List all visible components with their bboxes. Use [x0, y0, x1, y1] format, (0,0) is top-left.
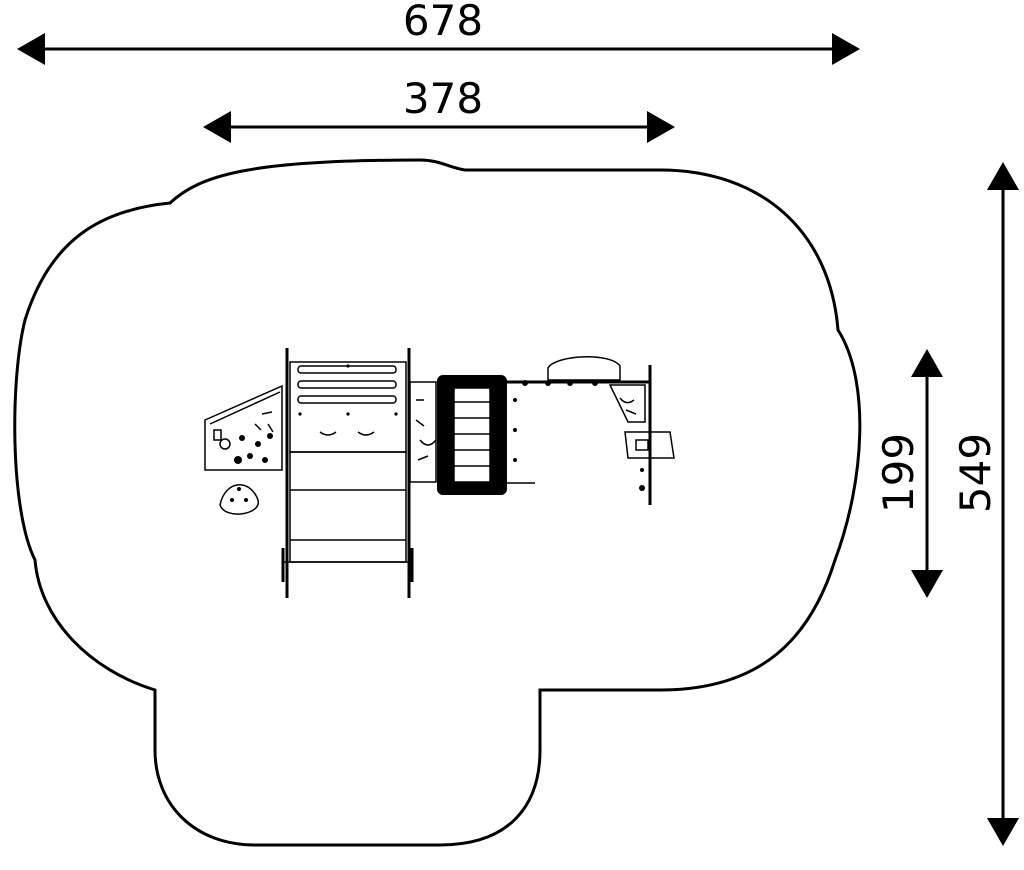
- end-post-panel: [547, 356, 675, 505]
- safety-zone-outline: [13, 158, 862, 847]
- overall-depth-label: 549: [951, 433, 1000, 513]
- inner-depth-label: 199: [874, 433, 923, 513]
- tunnel-section: [437, 375, 507, 495]
- bridge: [507, 380, 650, 484]
- dimension-overall-depth: 549: [951, 162, 1019, 846]
- slide: [281, 451, 414, 582]
- side-panel: [409, 381, 437, 483]
- dimension-inner-width: 378: [203, 74, 675, 143]
- right-arrowhead-icon: [647, 111, 675, 143]
- tower-platform: [285, 348, 411, 598]
- climbing-wall-panel: [204, 384, 283, 471]
- play-structure: [204, 348, 675, 598]
- down-arrowhead-icon: [987, 818, 1019, 846]
- up-arrowhead-icon: [987, 162, 1019, 190]
- inner-width-label: 378: [403, 74, 483, 123]
- left-arrowhead-icon: [17, 33, 45, 65]
- right-arrowhead-icon: [832, 33, 860, 65]
- dimension-overall-width: 678: [17, 0, 860, 65]
- dimension-inner-depth: 199: [874, 349, 943, 598]
- up-arrowhead-icon: [911, 349, 943, 377]
- stepping-stone: [219, 484, 259, 515]
- down-arrowhead-icon: [911, 570, 943, 598]
- overall-width-label: 678: [403, 0, 483, 45]
- left-arrowhead-icon: [203, 111, 231, 143]
